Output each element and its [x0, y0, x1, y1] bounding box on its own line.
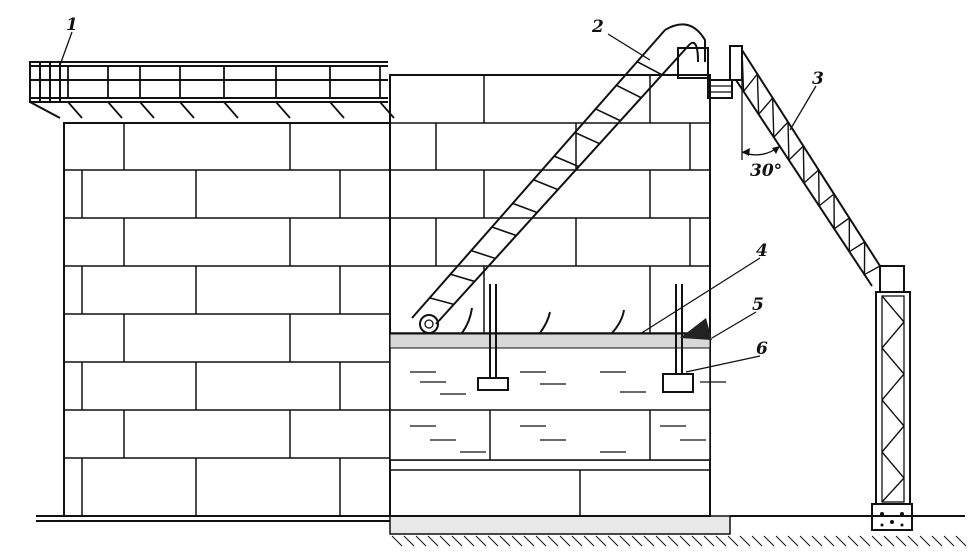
angle-label: 30°: [750, 161, 782, 181]
label-5: 5: [752, 295, 764, 315]
leader-lines: [59, 31, 817, 373]
floating-roof: [461, 284, 712, 393]
inclined-ladder: [411, 23, 733, 334]
label-4: 4: [756, 241, 768, 261]
label-6: 6: [756, 339, 768, 359]
roof-railing: [29, 61, 395, 119]
label-2: 2: [591, 17, 604, 37]
ground-hatching: [391, 535, 967, 547]
truss-ladder: [729, 45, 913, 531]
label-1: 1: [66, 15, 78, 35]
left-wall: [63, 122, 391, 517]
water-area: [389, 332, 726, 461]
ground: [36, 515, 967, 547]
label-3: 3: [812, 69, 824, 89]
